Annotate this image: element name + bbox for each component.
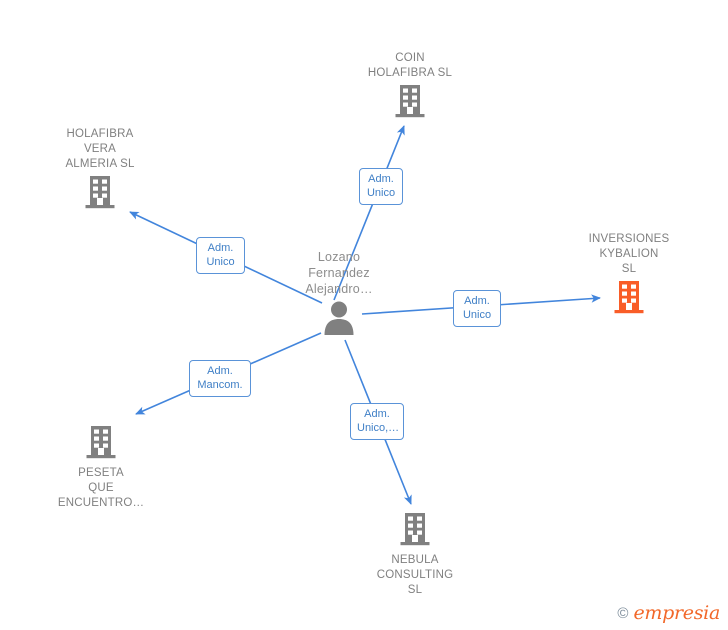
building-icon[interactable]: [549, 280, 709, 319]
building-icon[interactable]: [330, 84, 490, 123]
empresia-watermark: © empresia: [617, 604, 720, 623]
graph-node-person[interactable]: Lozano Fernandez Alejandro…: [259, 249, 419, 341]
edge-coin-holafibra: [333, 125, 405, 301]
node-label-holafibra-vera-almeria: HOLAFIBRA VERA ALMERIA SL: [65, 128, 135, 170]
edge-label-coin-holafibra[interactable]: Adm. Unico: [359, 168, 403, 205]
building-icon[interactable]: [21, 425, 181, 464]
building-icon[interactable]: [20, 175, 180, 214]
copyright-icon: ©: [617, 605, 629, 622]
edge-label-holafibra-vera-almeria[interactable]: Adm. Unico: [196, 237, 245, 274]
node-label-nebula-consulting: NEBULA CONSULTING SL: [376, 554, 454, 596]
node-label-coin-holafibra: COIN HOLAFIBRA SL: [367, 52, 453, 79]
person-icon[interactable]: [259, 300, 419, 341]
node-label-peseta-que-encuentro: PESETA QUE ENCUENTRO…: [57, 467, 145, 509]
node-label-person: Lozano Fernandez Alejandro…: [305, 250, 373, 296]
edge-label-nebula-consulting[interactable]: Adm. Unico,…: [350, 403, 404, 440]
edge-label-inversiones-kybalion[interactable]: Adm. Unico: [453, 290, 501, 327]
graph-node-peseta-que-encuentro[interactable]: PESETA QUE ENCUENTRO…: [21, 425, 181, 511]
graph-node-nebula-consulting[interactable]: NEBULA CONSULTING SL: [335, 512, 495, 598]
graph-node-inversiones-kybalion[interactable]: INVERSIONES KYBALION SL: [549, 232, 709, 319]
graph-node-holafibra-vera-almeria[interactable]: HOLAFIBRA VERA ALMERIA SL: [20, 127, 180, 214]
building-icon[interactable]: [335, 512, 495, 551]
graph-node-coin-holafibra[interactable]: COIN HOLAFIBRA SL: [330, 51, 490, 123]
edge-label-peseta-que-encuentro[interactable]: Adm. Mancom.: [189, 360, 251, 397]
brand-wordmark: empresia: [633, 602, 720, 624]
node-label-inversiones-kybalion: INVERSIONES KYBALION SL: [588, 233, 670, 275]
